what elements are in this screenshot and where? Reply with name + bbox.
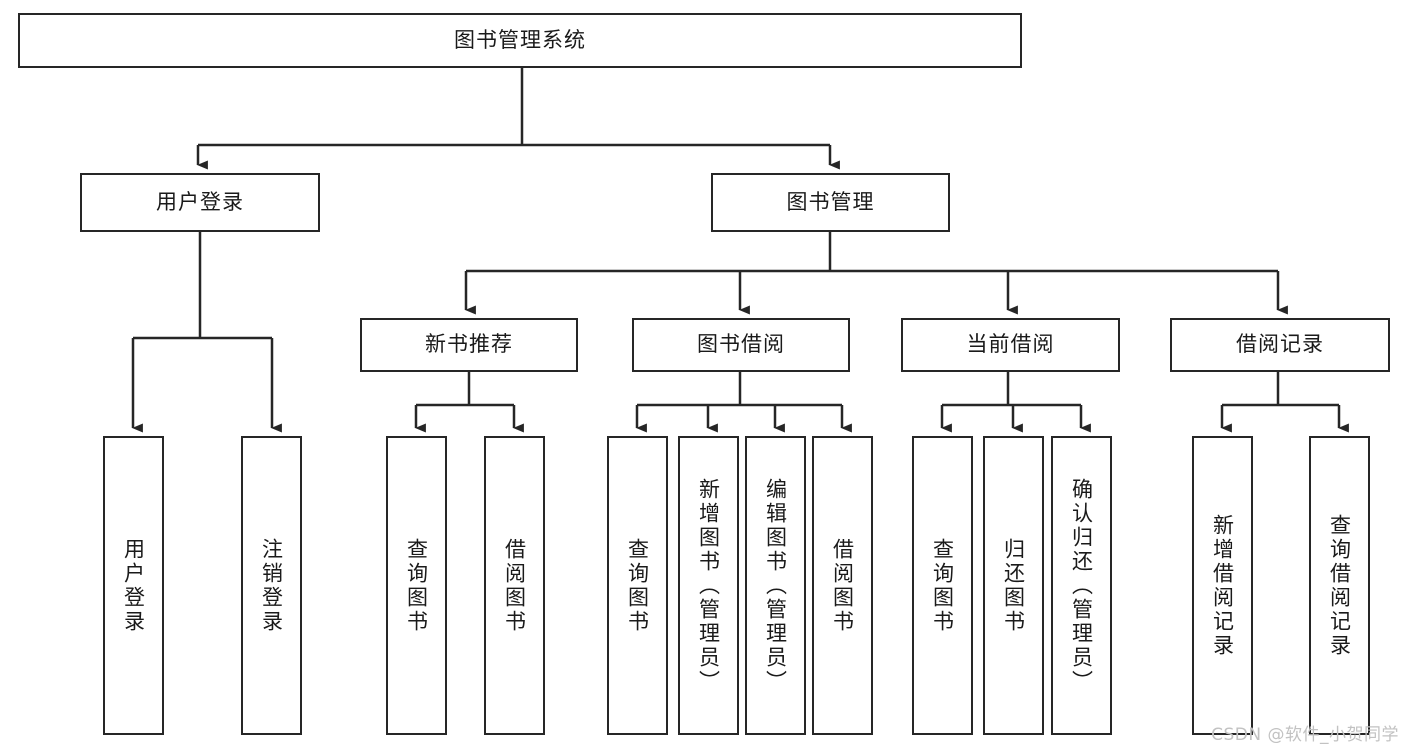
node-leaf-add-book[interactable]: 新增图书（管理员） [678, 436, 739, 735]
node-new-book-rec[interactable]: 新书推荐 [360, 318, 578, 372]
node-leaf-label: 用户登录 [121, 537, 146, 634]
node-root-label: 图书管理系统 [454, 27, 586, 52]
node-leaf-label: 查询图书 [930, 537, 955, 634]
node-leaf-label: 归还图书 [1001, 537, 1026, 634]
node-leaf-label: 确认归还（管理员） [1069, 477, 1094, 694]
node-leaf-user-login[interactable]: 用户登录 [103, 436, 164, 735]
node-leaf-label: 编辑图书（管理员） [763, 477, 788, 694]
node-leaf-label: 查询图书 [404, 537, 429, 634]
node-leaf-label: 新增图书（管理员） [696, 477, 721, 694]
node-leaf-query-book-cur[interactable]: 查询图书 [912, 436, 973, 735]
node-leaf-label: 查询图书 [625, 537, 650, 634]
watermark: CSDN @软件_小贺同学 [1211, 725, 1399, 745]
node-leaf-borrow-book-rec[interactable]: 借阅图书 [484, 436, 545, 735]
node-book-borrow-label: 图书借阅 [697, 332, 785, 357]
node-leaf-label: 借阅图书 [830, 537, 855, 634]
node-leaf-borrow-book[interactable]: 借阅图书 [812, 436, 873, 735]
node-book-borrow[interactable]: 图书借阅 [632, 318, 850, 372]
node-book-manage[interactable]: 图书管理 [711, 173, 950, 232]
node-book-manage-label: 图书管理 [786, 189, 875, 214]
node-leaf-return-book[interactable]: 归还图书 [983, 436, 1044, 735]
node-leaf-edit-book[interactable]: 编辑图书（管理员） [745, 436, 806, 735]
node-leaf-label: 借阅图书 [502, 537, 527, 634]
node-user-login-label: 用户登录 [156, 189, 244, 214]
node-leaf-query-book-rec[interactable]: 查询图书 [386, 436, 447, 735]
node-borrow-record[interactable]: 借阅记录 [1170, 318, 1390, 372]
node-leaf-confirm-return[interactable]: 确认归还（管理员） [1051, 436, 1112, 735]
node-user-login[interactable]: 用户登录 [80, 173, 320, 232]
node-leaf-query-book-borrow[interactable]: 查询图书 [607, 436, 668, 735]
node-leaf-label: 查询借阅记录 [1327, 513, 1352, 658]
node-leaf-user-logout[interactable]: 注销登录 [241, 436, 302, 735]
node-leaf-label: 注销登录 [259, 537, 284, 634]
node-current-borrow-label: 当前借阅 [966, 332, 1055, 357]
node-leaf-query-record[interactable]: 查询借阅记录 [1309, 436, 1370, 735]
node-root[interactable]: 图书管理系统 [18, 13, 1022, 68]
node-leaf-label: 新增借阅记录 [1210, 513, 1235, 658]
node-current-borrow[interactable]: 当前借阅 [901, 318, 1120, 372]
node-borrow-record-label: 借阅记录 [1236, 332, 1324, 357]
node-leaf-add-record[interactable]: 新增借阅记录 [1192, 436, 1253, 735]
node-new-book-rec-label: 新书推荐 [425, 332, 513, 357]
